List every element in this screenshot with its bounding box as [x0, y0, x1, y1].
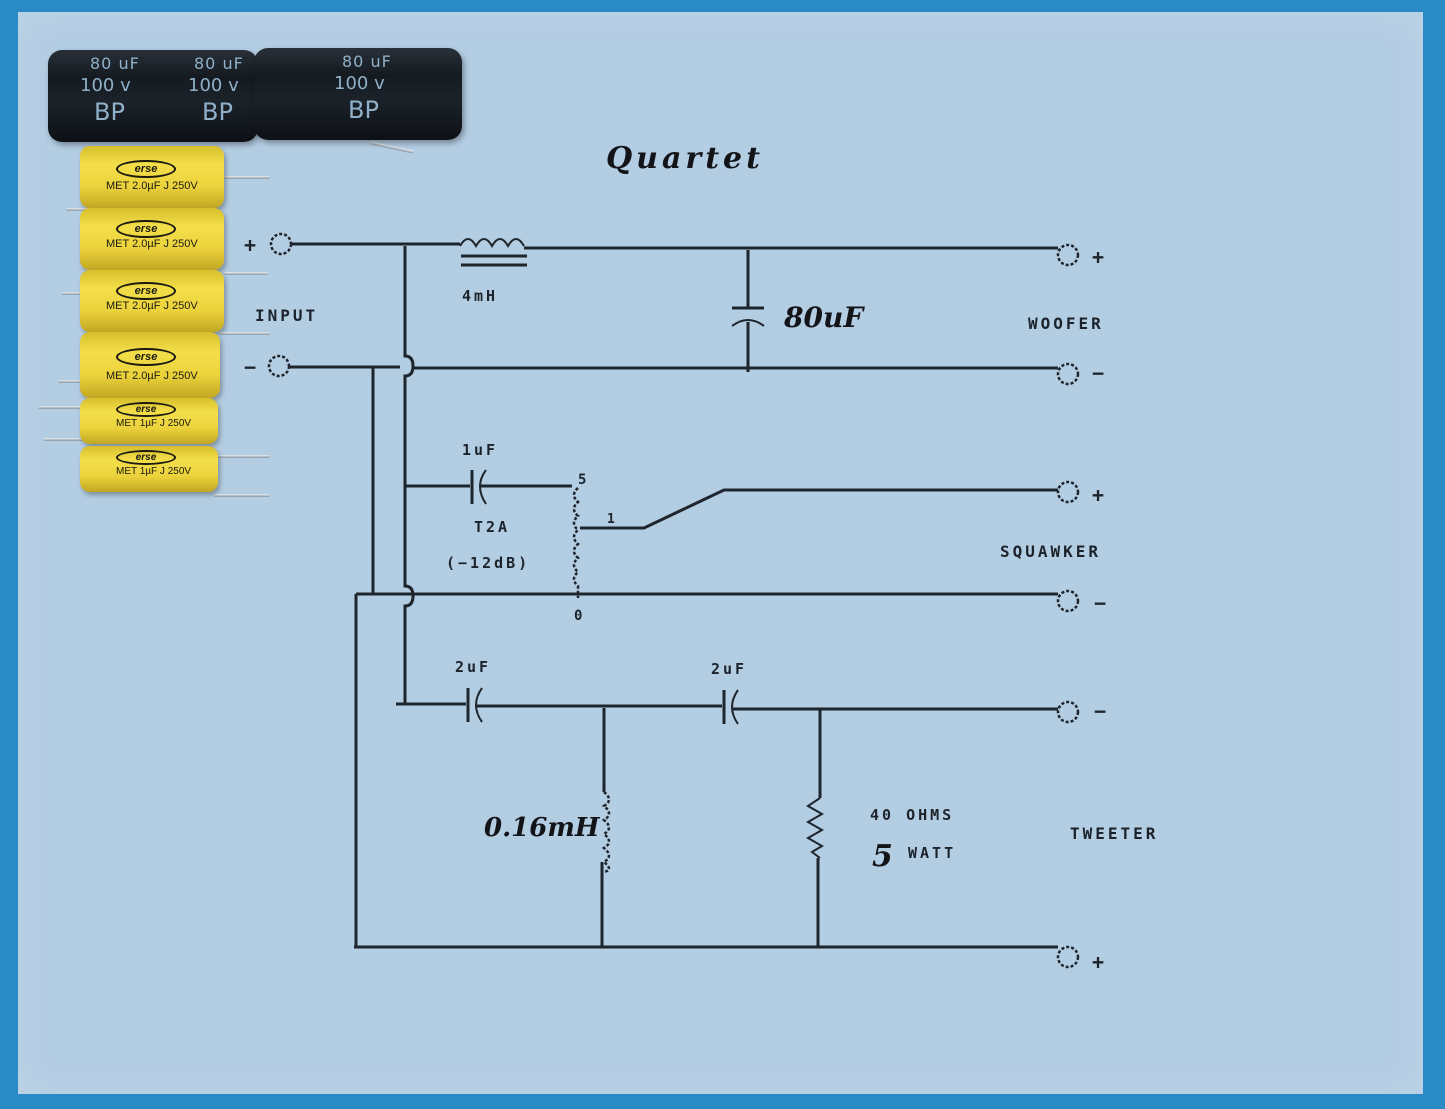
woofer-capacitor-curve	[731, 319, 765, 327]
resistor-value: 40 OHMS	[870, 806, 954, 824]
capacitor-lead	[214, 494, 270, 497]
capacitor-rating-v: 100 v	[188, 75, 239, 96]
capacitor-rating-uf: 80 uF	[90, 54, 140, 73]
squawker-plus-terminal	[1056, 480, 1080, 504]
tweeter-plus-sign: +	[1092, 950, 1107, 974]
capacitor-lead	[44, 438, 84, 441]
capacitor-lead	[58, 380, 88, 383]
woofer-capacitor-value: 80uF	[783, 301, 865, 334]
squawker-label: SQUAWKER	[1000, 542, 1101, 561]
input-plus-sign: +	[244, 233, 259, 257]
capacitor-lead	[224, 176, 270, 179]
capacitor-rating-v: 100 v	[80, 75, 131, 96]
film-capacitor: erse MET 2.0µF J 250V	[80, 146, 224, 208]
tap-top-label: 5	[578, 472, 589, 488]
positive-bus-wire	[403, 246, 415, 704]
brand-logo: erse	[116, 220, 176, 238]
capacitor-marking: MET 1µF J 250V	[116, 466, 192, 477]
film-capacitor: erse MET 1µF J 250V	[80, 398, 218, 444]
squawker-plus-wire	[580, 488, 1058, 530]
capacitor-marking: MET 2.0µF J 250V	[106, 180, 198, 192]
resistor-power-unit: WATT	[908, 844, 956, 862]
input-plus-terminal	[269, 232, 293, 256]
squawker-minus-terminal	[1056, 589, 1080, 613]
film-capacitor: erse MET 2.0µF J 250V	[80, 270, 224, 332]
tweeter-capacitor-2-curve	[731, 689, 739, 725]
capacitor-lead	[62, 292, 86, 295]
capacitor-rating-uf: 80 uF	[342, 52, 392, 71]
woofer-plus-terminal	[1056, 243, 1080, 267]
capacitor-type: BP	[94, 98, 125, 126]
squawker-plus-sign: +	[1092, 483, 1107, 507]
squawker-minus-sign: −	[1094, 591, 1109, 615]
schematic-paper	[18, 12, 1423, 1094]
tweeter-label: TWEETER	[1070, 824, 1158, 843]
autoformer-label: T2A	[474, 518, 510, 536]
tweeter-minus-terminal	[1056, 700, 1080, 724]
input-label: INPUT	[255, 306, 318, 325]
brand-logo: erse	[116, 348, 176, 366]
negative-rail-wire	[289, 365, 1058, 370]
woofer-inductor-value: 4mH	[462, 287, 498, 305]
woofer-minus-terminal	[1056, 362, 1080, 386]
brand-logo: erse	[116, 450, 176, 465]
autoformer-winding	[572, 487, 580, 598]
tweeter-inductor	[601, 791, 611, 874]
tweeter-capacitor-1-value: 2uF	[455, 658, 491, 676]
capacitor-rating-v: 100 v	[334, 73, 385, 94]
input-minus-terminal	[267, 354, 291, 378]
electrolytic-capacitor: 80 uF 100 v BP 80 uF 100 v BP	[48, 50, 258, 142]
tap-mid-label: 1	[607, 512, 618, 527]
tweeter-resistor	[805, 797, 825, 859]
woofer-plus-sign: +	[1092, 245, 1107, 269]
tweeter-plus-terminal	[1056, 945, 1080, 969]
negative-bus-wire	[354, 368, 400, 948]
squawker-minus-wire	[354, 592, 1058, 948]
attenuation-label: (−12dB)	[446, 554, 530, 572]
woofer-inductor	[459, 238, 525, 249]
inductor-core-icon	[461, 254, 527, 267]
capacitor-lead	[224, 272, 268, 275]
brand-logo: erse	[116, 402, 176, 417]
capacitor-marking: MET 2.0µF J 250V	[106, 238, 198, 250]
electrolytic-capacitor: 80 uF 100 v BP	[254, 48, 462, 140]
capacitor-lead	[220, 332, 270, 335]
capacitor-marking: MET 2.0µF J 250V	[106, 300, 198, 312]
capacitor-marking: MET 2.0µF J 250V	[106, 370, 198, 382]
capacitor-type: BP	[348, 96, 379, 124]
brand-logo: erse	[116, 282, 176, 300]
film-capacitor: erse MET 2.0µF J 250V	[80, 332, 220, 398]
capacitor-marking: MET 1µF J 250V	[116, 418, 192, 429]
capacitor-lead	[66, 208, 90, 211]
woofer-minus-sign: −	[1092, 361, 1107, 385]
schematic-title: Quartet	[606, 141, 764, 176]
tweeter-capacitor-2-value: 2uF	[711, 660, 747, 678]
tweeter-minus-sign: −	[1094, 699, 1109, 723]
capacitor-lead	[38, 406, 86, 409]
squawker-capacitor-value: 1uF	[462, 441, 498, 459]
capacitor-rating-uf: 80 uF	[194, 54, 244, 73]
resistor-power-number: 5	[872, 839, 893, 874]
tweeter-inductor-value: 0.16mH	[484, 813, 601, 843]
capacitor-type: BP	[202, 98, 233, 126]
film-capacitor: erse MET 2.0µF J 250V	[80, 208, 224, 270]
woofer-label: WOOFER	[1028, 314, 1104, 333]
film-capacitor: erse MET 1µF J 250V	[80, 446, 218, 492]
brand-logo: erse	[116, 160, 176, 178]
capacitor-lead	[214, 455, 270, 458]
tap-bottom-label: 0	[574, 608, 585, 624]
input-minus-sign: −	[244, 355, 259, 379]
